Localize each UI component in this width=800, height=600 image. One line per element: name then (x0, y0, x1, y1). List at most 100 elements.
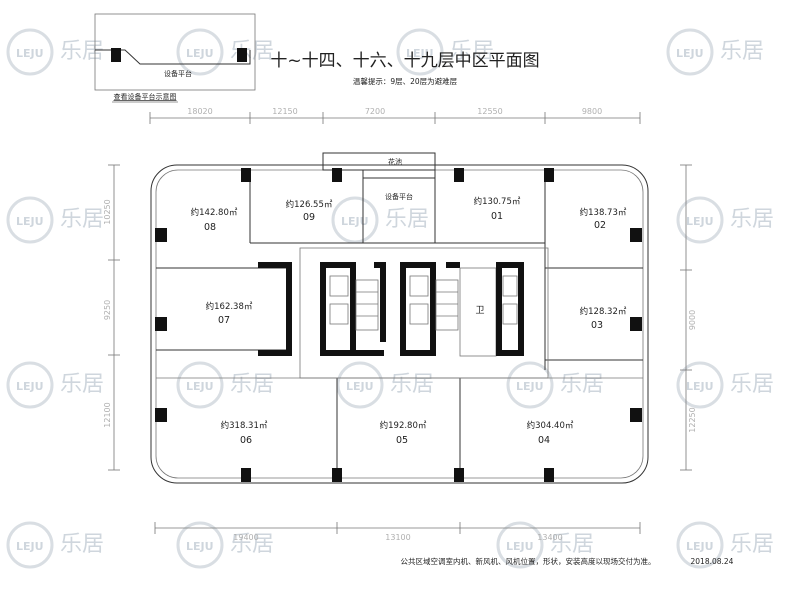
dimension-label: 9800 (582, 107, 602, 116)
svg-text:乐居: 乐居 (550, 532, 594, 557)
svg-text:LEJU: LEJU (186, 380, 214, 393)
svg-text:乐居: 乐居 (60, 207, 104, 232)
unit-number: 02 (594, 220, 606, 231)
unit-area: 约318.31㎡ (221, 420, 268, 431)
svg-text:LEJU: LEJU (686, 380, 714, 393)
svg-text:LEJU: LEJU (186, 47, 214, 60)
dimension-label: 10250 (103, 199, 112, 224)
subtitle: 温馨提示：9层、20层为避难层 (353, 76, 458, 86)
watermark: LEJU 乐居 (176, 361, 274, 409)
flower-bed: 花池 (322, 152, 436, 171)
inset-label: 设备平台 (164, 69, 192, 78)
watermark: LEJU 乐居 (496, 521, 594, 569)
watermark: LEJU 乐居 (676, 361, 774, 409)
dimension-label: 9000 (688, 310, 697, 330)
svg-text:乐居: 乐居 (230, 372, 274, 397)
column (454, 468, 464, 482)
right-dimension-line: 9000 12250 (680, 164, 697, 471)
svg-text:乐居: 乐居 (560, 372, 604, 397)
svg-text:LEJU: LEJU (16, 380, 44, 393)
unit-number: 07 (218, 315, 230, 326)
unit-number: 01 (491, 211, 503, 222)
column (630, 228, 642, 242)
inset-diagram: 设备平台 查看设备平台示意图 (94, 13, 256, 103)
watermark: LEJU 乐居 (676, 196, 774, 244)
washroom-label: 卫 (475, 306, 484, 316)
svg-text:LEJU: LEJU (186, 540, 214, 553)
unit-area: 约142.80㎡ (191, 207, 238, 218)
core: 卫 (258, 247, 549, 379)
svg-text:LEJU: LEJU (506, 540, 534, 553)
watermark: LEJU 乐居 (6, 521, 104, 569)
unit-number: 06 (240, 435, 252, 446)
unit-number: 08 (204, 222, 216, 233)
watermark: LEJU 乐居 (6, 28, 104, 76)
unit-area: 约130.75㎡ (474, 196, 521, 207)
dimension-label: 19400 (233, 533, 258, 542)
watermark: LEJU 乐居 (6, 196, 104, 244)
svg-text:乐居: 乐居 (230, 39, 274, 64)
watermark: LEJU 乐居 (666, 28, 764, 76)
svg-text:乐居: 乐居 (390, 372, 434, 397)
equipment-platform: 设备平台 (362, 177, 436, 244)
dimension-label: 12100 (103, 402, 112, 427)
svg-text:乐居: 乐居 (230, 532, 274, 557)
svg-text:LEJU: LEJU (346, 380, 374, 393)
watermark: LEJU 乐居 (6, 361, 104, 409)
svg-text:设备平台: 设备平台 (385, 192, 413, 201)
svg-text:LEJU: LEJU (341, 215, 369, 228)
watermark: LEJU 乐居 (176, 521, 274, 569)
unit-number: 04 (538, 435, 550, 446)
unit-number: 03 (591, 320, 603, 331)
unit-area: 约304.40㎡ (527, 420, 574, 431)
unit-area: 约138.73㎡ (580, 207, 627, 218)
column (332, 168, 342, 182)
column (630, 408, 642, 422)
footer-note: 公共区域空调室内机、新风机、风机位置，形状，安装高度以现场交付为准。 (401, 556, 656, 566)
svg-text:乐居: 乐居 (450, 39, 494, 64)
dimension-label: 13100 (385, 533, 410, 542)
dimension-label: 12150 (272, 107, 297, 116)
unit-area: 约126.55㎡ (286, 199, 333, 210)
column (155, 317, 167, 331)
footer-date: 2018.08.24 (691, 557, 734, 566)
left-dimension-line: 10250 9250 12100 (103, 164, 120, 471)
svg-text:乐居: 乐居 (730, 532, 774, 557)
column (544, 168, 554, 182)
watermark: LEJU 乐居 (676, 521, 774, 569)
dimension-label: 12250 (688, 407, 697, 432)
svg-text:乐居: 乐居 (730, 207, 774, 232)
watermark: LEJU 乐居 (176, 28, 274, 76)
svg-text:乐居: 乐居 (385, 207, 429, 232)
bottom-dimension-line: 19400 13100 13400 (154, 522, 641, 542)
svg-text:乐居: 乐居 (60, 532, 104, 557)
svg-text:LEJU: LEJU (16, 540, 44, 553)
svg-text:乐居: 乐居 (730, 372, 774, 397)
watermark: LEJU 乐居 (506, 361, 604, 409)
column (155, 228, 167, 242)
dimension-label: 7200 (365, 107, 385, 116)
watermark: LEJU 乐居 (336, 361, 434, 409)
svg-text:花池: 花池 (388, 157, 402, 166)
svg-text:LEJU: LEJU (516, 380, 544, 393)
svg-text:乐居: 乐居 (720, 39, 764, 64)
inset-caption: 查看设备平台示意图 (114, 92, 177, 101)
top-dimension-line: 18020 12150 7200 12550 9800 (149, 107, 641, 124)
dimension-label: 9250 (103, 300, 112, 320)
svg-text:LEJU: LEJU (686, 540, 714, 553)
column (544, 468, 554, 482)
svg-text:LEJU: LEJU (16, 47, 44, 60)
column (241, 468, 251, 482)
unit-area: 约192.80㎡ (380, 420, 427, 431)
column (332, 468, 342, 482)
column (241, 168, 251, 182)
svg-text:LEJU: LEJU (406, 47, 434, 60)
column (155, 408, 167, 422)
svg-text:乐居: 乐居 (60, 372, 104, 397)
unit-labels: 约142.80㎡ 08 约126.55㎡ 09 约130.75㎡ 01 约138… (191, 196, 627, 446)
page-title: 十~十四、十六、十九层中区平面图 (270, 51, 539, 71)
dimension-label: 18020 (187, 107, 212, 116)
column (630, 317, 642, 331)
watermark: LEJU 乐居 (331, 196, 429, 244)
